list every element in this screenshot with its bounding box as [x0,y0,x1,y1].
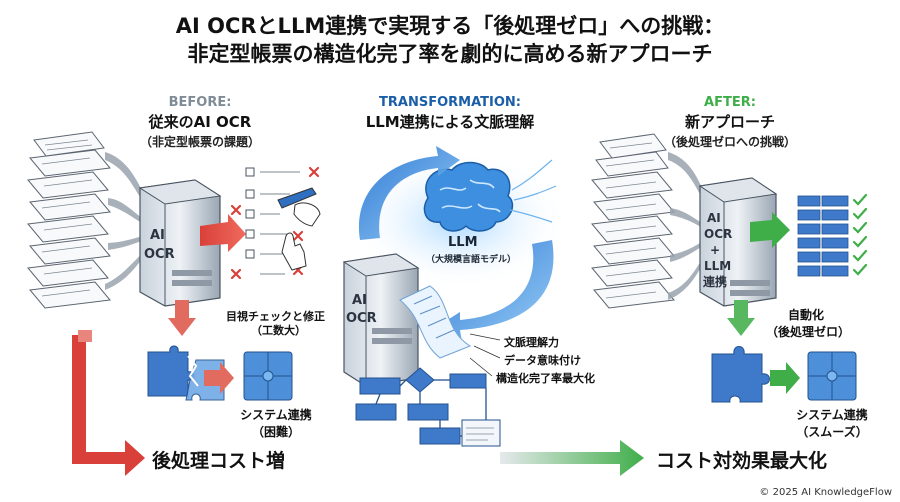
after-auto-line-1: 自動化 [787,308,824,322]
after-server [698,177,778,307]
before-integration-line-2: （困難） [251,425,300,439]
transformation-header: TRANSFORMATION: LLM連携による文脈理解 [340,95,560,132]
before-puzzle-arrow [204,362,234,394]
after-server-label-2: OCR [704,227,732,241]
title-line-2: 非定型帳票の構造化完了率を劇的に高める新アプローチ [187,42,713,66]
before-red-arrow [200,214,246,252]
llm-label: LLM [448,235,478,250]
copyright: © 2025 AI KnowledgeFlow [759,487,892,498]
before-checklist [245,167,300,275]
after-server-label-4: LLM [704,259,731,273]
before-subtitle: （非定型帳票の課題） [139,135,260,149]
before-error-marks [230,166,320,280]
after-header: AFTER: 新アプローチ （後処理ゼロへの挑戦） [640,95,820,150]
before-label: BEFORE: [168,95,232,110]
after-document-stack [591,133,675,309]
after-title: 新アプローチ [684,113,775,131]
before-server-label-ocr: OCR [144,247,175,262]
before-puzzle-target [243,351,293,401]
result-gradient-arrow [500,440,644,476]
after-puzzle-piece [711,346,770,403]
after-integration-line-2: （スムーズ） [796,425,868,439]
before-check-sublabel: （工数大） [251,324,306,337]
transformation-server-label-ocr: OCR [346,311,377,326]
after-server-label-3: + [710,243,720,257]
after-green-arrow [750,212,790,248]
after-integration-label: システム連携 （スムーズ） [790,406,874,440]
before-check-label: 目視チェックと修正 [226,310,325,323]
after-label: AFTER: [704,95,756,110]
transformation-flowchart [355,367,501,447]
after-puzzle-arrow [770,362,800,394]
before-integration-line-1: システム連携 [240,408,312,422]
transformation-server [342,253,420,387]
before-header: BEFORE: 従来のAI OCR （非定型帳票の課題） [120,95,280,150]
title-line-1: AI OCRとLLM連携で実現する「後処理ゼロ」への挑戦： [175,14,725,38]
transformation-server-label-ai: AI [352,293,367,308]
transformation-title: LLM連携による文脈理解 [365,113,535,131]
before-hand-pen [277,187,321,271]
transformation-feature-1: 文脈理解力 [504,336,559,349]
before-result-arrow [72,335,145,476]
after-result-label: コスト対効果最大化 [656,450,828,472]
after-server-label-5: 連携 [703,274,727,289]
after-subtitle: （後処理ゼロへの挑戦） [663,135,796,149]
before-server-label-ai: AI [150,228,165,243]
transformation-feature-3: 構造化完了率最大化 [496,372,595,385]
after-server-label-1: AI [707,211,721,225]
after-auto-line-2: （後処理ゼロ） [766,325,851,339]
after-integration-line-1: システム連携 [796,408,868,422]
before-down-arrow [168,300,196,336]
before-server [138,179,222,307]
before-title: 従来のAI OCR [148,113,252,131]
transformation-label: TRANSFORMATION: [379,95,521,110]
after-down-arrow [727,300,755,336]
before-integration-label: システム連携 （困難） [236,406,316,440]
llm-brain-icon [423,159,557,232]
before-document-stack [27,131,111,309]
transformation-paper-stream [399,285,472,359]
transformation-feature-2: データ意味付け [504,354,581,367]
before-result-label: 後処理コスト増 [152,450,286,472]
after-auto-label: 自動化 （後処理ゼロ） [766,306,851,340]
transformation-feature-pointers [469,333,501,377]
after-structured-data [797,195,849,277]
llm-sublabel: （大規模言語モデル） [426,253,516,265]
after-check-marks [852,193,868,276]
after-puzzle-target [807,351,857,401]
